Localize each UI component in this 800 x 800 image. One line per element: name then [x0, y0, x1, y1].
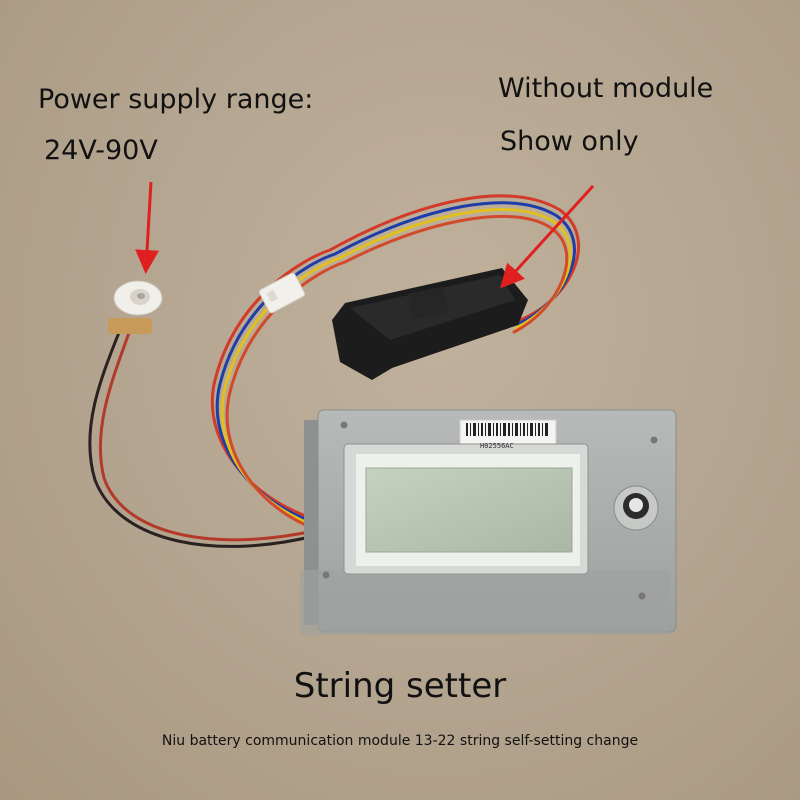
- barcode: [466, 423, 548, 436]
- serial-number: H02556AC: [480, 442, 514, 450]
- power-jack: [108, 280, 163, 334]
- string-setter-device: [300, 409, 677, 635]
- wire-harness: [210, 194, 580, 534]
- show-only-label: Show only: [500, 126, 639, 157]
- product-title: String setter: [293, 666, 507, 706]
- without-module-label: Without module: [498, 73, 714, 104]
- voltage-range-label: 24V-90V: [44, 135, 158, 166]
- power-supply-label: Power supply range:: [38, 84, 314, 115]
- product-description: Niu battery communication module 13-22 s…: [161, 733, 639, 749]
- annotation-arrows: [135, 181, 595, 289]
- arrow-to-power-jack: [135, 181, 160, 274]
- power-cable: [88, 328, 320, 548]
- black-module: [332, 268, 528, 380]
- white-connector: [258, 272, 306, 314]
- arrow-to-module: [499, 184, 595, 289]
